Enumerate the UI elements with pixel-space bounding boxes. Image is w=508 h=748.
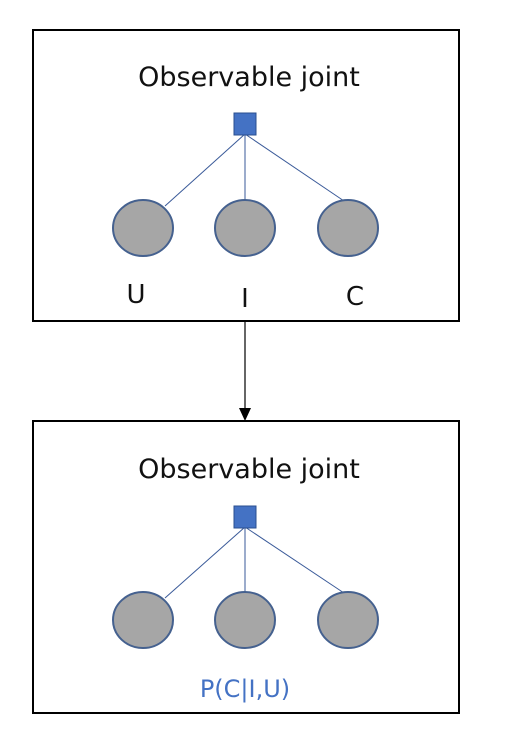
arrow-head (239, 408, 251, 421)
bottom-panel-frame (32, 420, 460, 714)
top-edge-u (164, 133, 246, 207)
top-node-c (317, 199, 379, 257)
bottom-panel: Observable joint P(C|I,U) (32, 420, 460, 714)
top-label-i: I (241, 284, 249, 314)
bottom-edge-u (164, 526, 246, 599)
top-panel-frame (32, 29, 460, 322)
top-edge-c (244, 133, 348, 204)
top-factor-node (233, 112, 257, 136)
bottom-factor-node (233, 505, 257, 529)
top-panel-title: Observable joint (138, 62, 360, 93)
top-label-u: U (126, 280, 145, 310)
flow-arrow (239, 321, 251, 421)
top-node-i (214, 199, 276, 257)
top-label-c: C (346, 282, 364, 312)
bottom-edge-c (244, 526, 348, 596)
bottom-node-u (112, 591, 174, 649)
bottom-node-c (317, 591, 379, 649)
top-node-u (112, 199, 174, 257)
bottom-node-i (214, 591, 276, 649)
bottom-probability-label: P(C|I,U) (200, 675, 290, 703)
top-panel: Observable joint U I C (32, 29, 460, 322)
bottom-panel-title: Observable joint (138, 454, 360, 485)
